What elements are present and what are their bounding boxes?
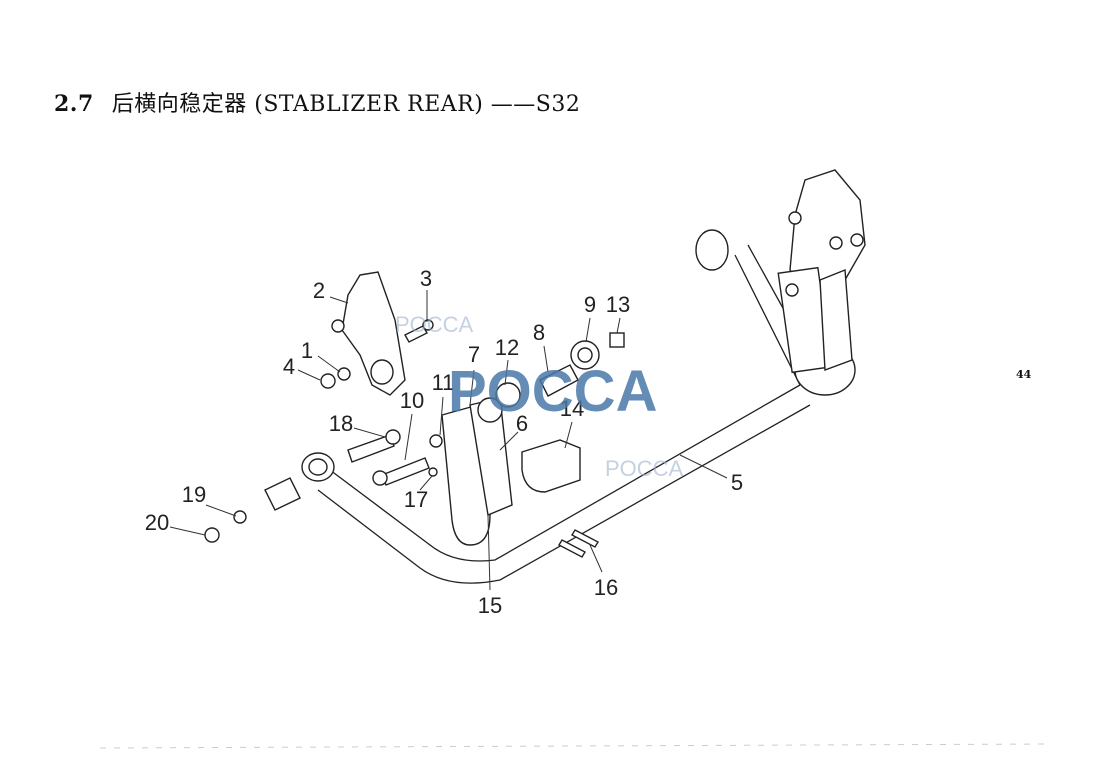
part-13-nut <box>609 332 625 348</box>
part-1-washer <box>337 367 351 381</box>
section-number: 2.7 <box>54 91 94 117</box>
part-17-nut <box>428 467 438 477</box>
callout-13: 13 <box>606 292 630 317</box>
callout-1: 1 <box>301 338 313 363</box>
part-10-bolt <box>381 457 430 486</box>
part-4-nut <box>320 373 336 389</box>
right-bracket <box>777 169 866 374</box>
callout-14: 14 <box>560 396 584 421</box>
part-16-pins <box>558 529 599 558</box>
part-12-washer <box>495 382 521 408</box>
callout-15: 15 <box>478 593 502 618</box>
callout-17: 17 <box>404 487 428 512</box>
leader-lines <box>169 290 728 591</box>
callout-5: 5 <box>731 470 743 495</box>
part-18-bolt <box>347 434 395 463</box>
part-14-bushing <box>521 439 581 493</box>
scan-border-line <box>99 743 1051 749</box>
callout-8: 8 <box>533 320 545 345</box>
watermark-logo: POCCA <box>448 359 657 424</box>
callout-7: 7 <box>468 342 480 367</box>
callout-10: 10 <box>400 388 424 413</box>
part-8-sleeve <box>539 364 579 397</box>
callout-9: 9 <box>584 292 596 317</box>
part-11-nut <box>429 434 443 448</box>
callout-16: 16 <box>594 575 618 600</box>
part-19-washer <box>233 510 247 524</box>
left-sleeve <box>264 477 301 511</box>
watermark-small: POCCA <box>605 456 684 481</box>
callout-6: 6 <box>516 411 528 436</box>
part-2-eye <box>370 359 394 385</box>
callout-labels: 1 2 3 4 5 6 7 8 9 10 11 12 13 14 15 16 1… <box>145 266 743 618</box>
callout-19: 19 <box>182 482 206 507</box>
callout-2: 2 <box>313 278 325 303</box>
part-3-bolt <box>404 325 428 343</box>
callout-20: 20 <box>145 510 169 535</box>
callout-4: 4 <box>283 354 295 379</box>
watermark-small: POCCA <box>395 312 474 337</box>
part-20-nut <box>204 527 220 543</box>
section-heading: 后横向稳定器 (STABLIZER REAR) ——S32 <box>111 92 581 117</box>
callout-11: 11 <box>432 370 455 395</box>
page-number: 44 <box>1016 368 1032 381</box>
callout-3: 3 <box>420 266 432 291</box>
section-title: 2.7 后横向稳定器 (STABLIZER REAR) ——S32 <box>54 86 580 118</box>
callout-12: 12 <box>495 335 519 360</box>
callout-18: 18 <box>329 411 353 436</box>
